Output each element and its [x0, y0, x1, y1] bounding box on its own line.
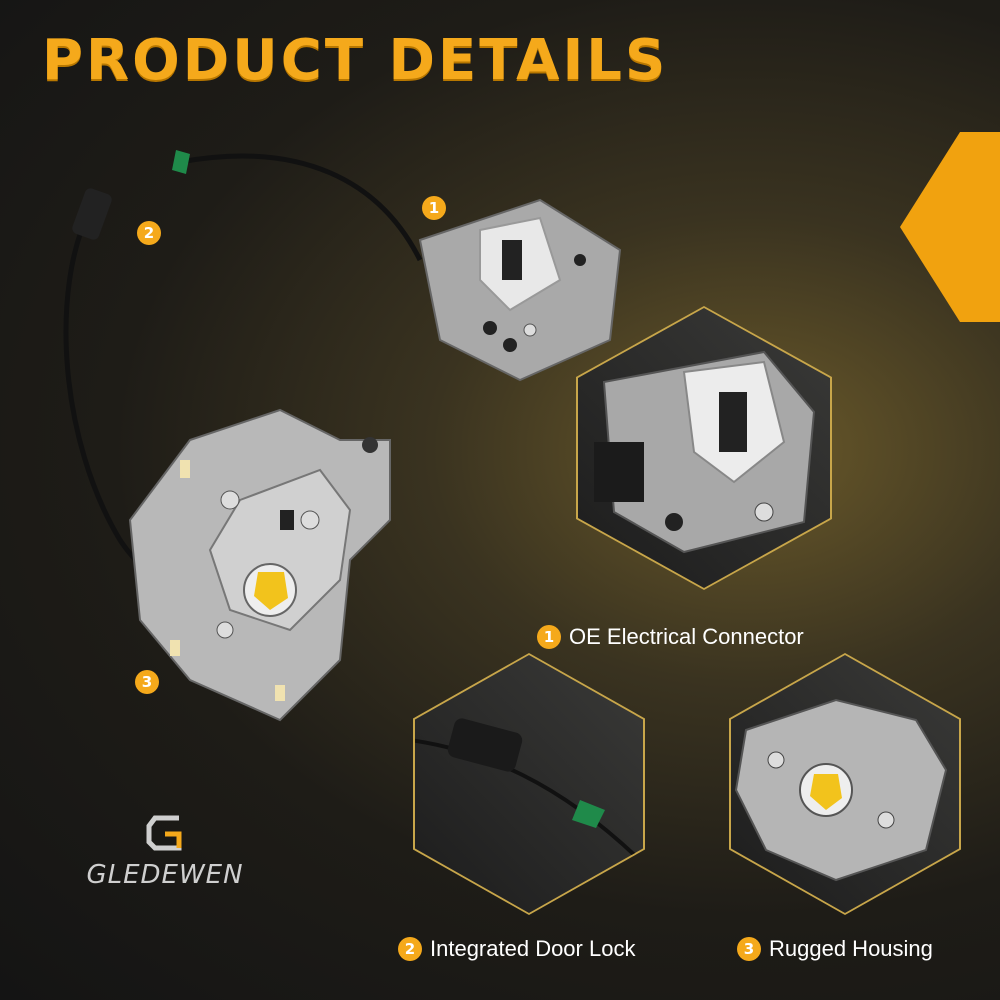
cable-foam-sleeve	[72, 188, 112, 240]
callout-badge-3: 3	[135, 670, 159, 694]
lower-latch	[128, 408, 391, 722]
cable-closeup-image	[415, 670, 643, 898]
feature-label-3: Rugged Housing	[769, 936, 933, 961]
g-logo-icon	[146, 815, 182, 851]
detail-hexagon-housing	[729, 653, 961, 915]
upper-latch	[418, 198, 622, 382]
feature-badge-3: 3	[737, 937, 761, 961]
page-title: PRODUCT DETAILS	[42, 28, 669, 93]
detail-hexagon-cable	[413, 653, 645, 915]
brand-logo: GLEDEWEN	[80, 808, 250, 890]
feature-badge-2: 2	[398, 937, 422, 961]
brand-name: GLEDEWEN	[86, 860, 244, 890]
detail-hexagon-housing-inner	[731, 655, 959, 913]
feature-label-1: OE Electrical Connector	[569, 624, 804, 649]
housing-closeup-image	[731, 670, 959, 898]
feature-caption-3: 3 Rugged Housing	[737, 936, 933, 962]
feature-caption-2: 2 Integrated Door Lock	[398, 936, 635, 962]
door-latch-product-image	[63, 150, 622, 722]
feature-caption-1: 1 OE Electrical Connector	[537, 624, 804, 650]
cable	[179, 153, 423, 262]
detail-hexagon-connector-inner	[578, 308, 830, 588]
green-clip	[172, 150, 190, 174]
feature-badge-1: 1	[537, 625, 561, 649]
connector-closeup-image	[578, 322, 830, 574]
detail-hexagon-connector	[576, 306, 832, 590]
callout-badge-2: 2	[137, 221, 161, 245]
feature-label-2: Integrated Door Lock	[430, 936, 636, 961]
callout-badge-1: 1	[422, 196, 446, 220]
detail-hexagon-cable-inner	[415, 655, 643, 913]
accent-hexagon	[900, 132, 1000, 322]
